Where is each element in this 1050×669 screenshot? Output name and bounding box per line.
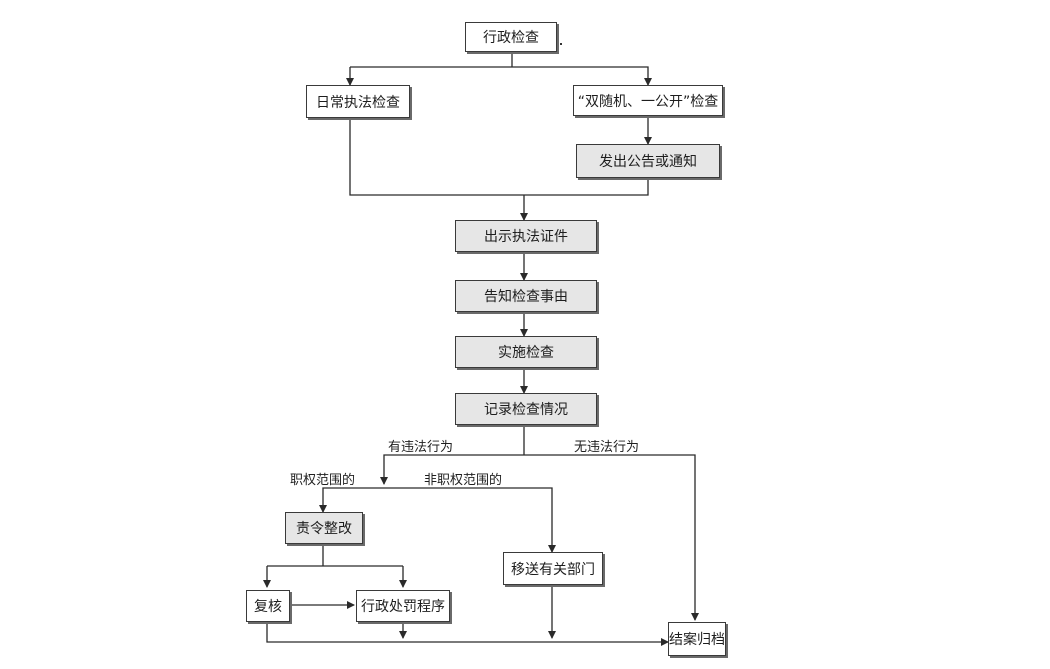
link-split-routine — [350, 66, 512, 85]
node-close-archive: 结案归档 — [668, 622, 726, 656]
node-review: 复核 — [246, 590, 290, 622]
link-split-random — [512, 66, 652, 86]
node-order-rectification: 责令整改 — [285, 512, 363, 544]
link-routine-merge — [349, 118, 649, 196]
link-branch-noviolation — [524, 454, 699, 621]
label-violation: 有违法行为 — [388, 440, 454, 455]
node-record-findings: 记录检查情况 — [455, 393, 597, 425]
node-admin-inspection: 行政检查 — [465, 22, 557, 52]
node-routine-inspection: 日常执法检查 — [306, 85, 410, 118]
link-review-archive — [266, 622, 669, 646]
node-penalty-procedure: 行政处罚程序 — [356, 590, 450, 622]
stray-dot — [560, 43, 562, 45]
node-conduct-inspection: 实施检查 — [455, 336, 597, 368]
node-issue-notice: 发出公告或通知 — [576, 144, 720, 178]
label-no-violation: 无违法行为 — [574, 440, 640, 455]
node-inform-matters: 告知检查事由 — [455, 280, 597, 312]
label-within-authority: 职权范围的 — [290, 473, 356, 488]
link-rect-review — [267, 565, 403, 587]
node-double-random-inspection: “双随机、一公开”检查 — [573, 85, 723, 116]
node-show-credentials: 出示执法证件 — [455, 220, 597, 252]
link-within — [319, 487, 384, 513]
link-branch-violation — [380, 454, 524, 485]
label-outside-authority: 非职权范围的 — [424, 473, 503, 488]
node-transfer-department: 移送有关部门 — [503, 552, 603, 585]
link-outside — [384, 487, 556, 553]
